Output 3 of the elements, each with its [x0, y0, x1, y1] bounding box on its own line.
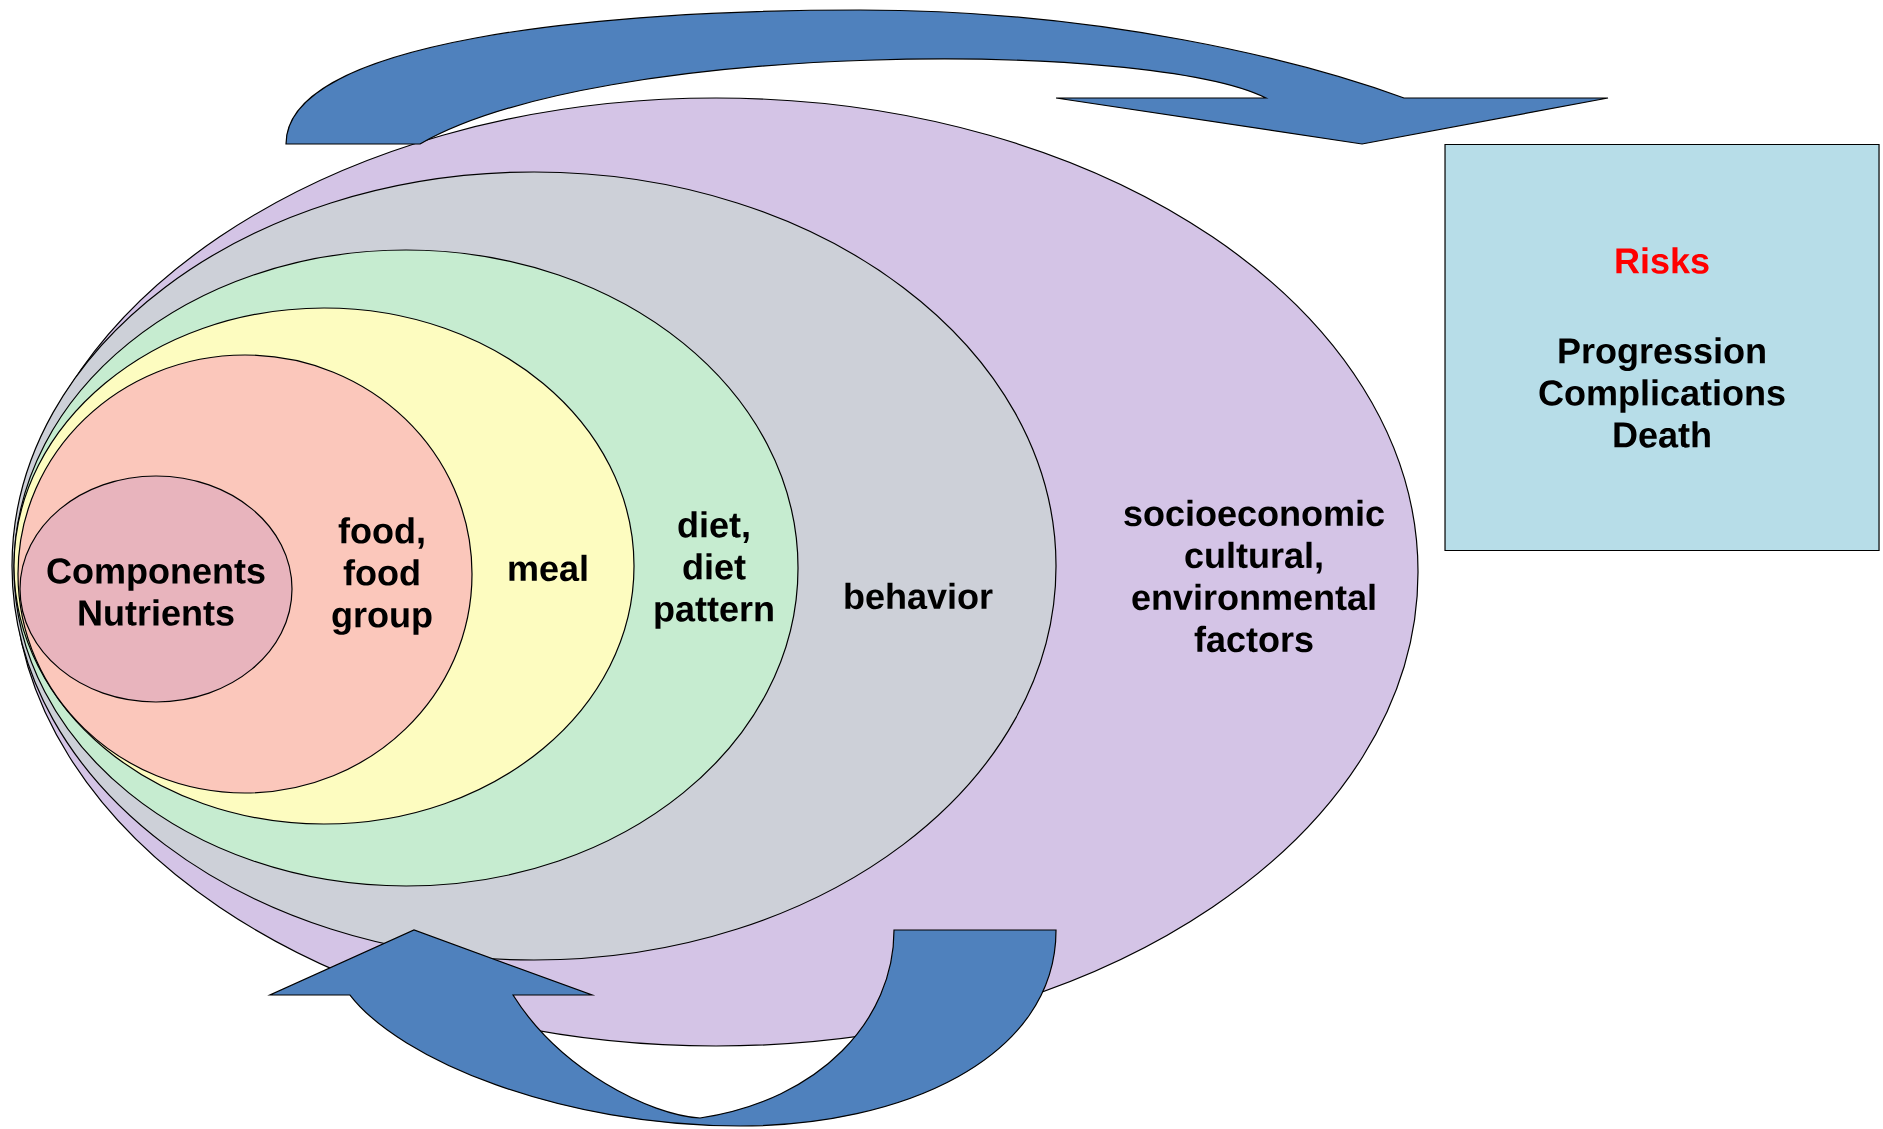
text-box: Risks Progression Complications Death — [1444, 143, 1880, 552]
curved-arrow — [285, 9, 1609, 145]
curved-arrow — [269, 929, 1057, 1127]
